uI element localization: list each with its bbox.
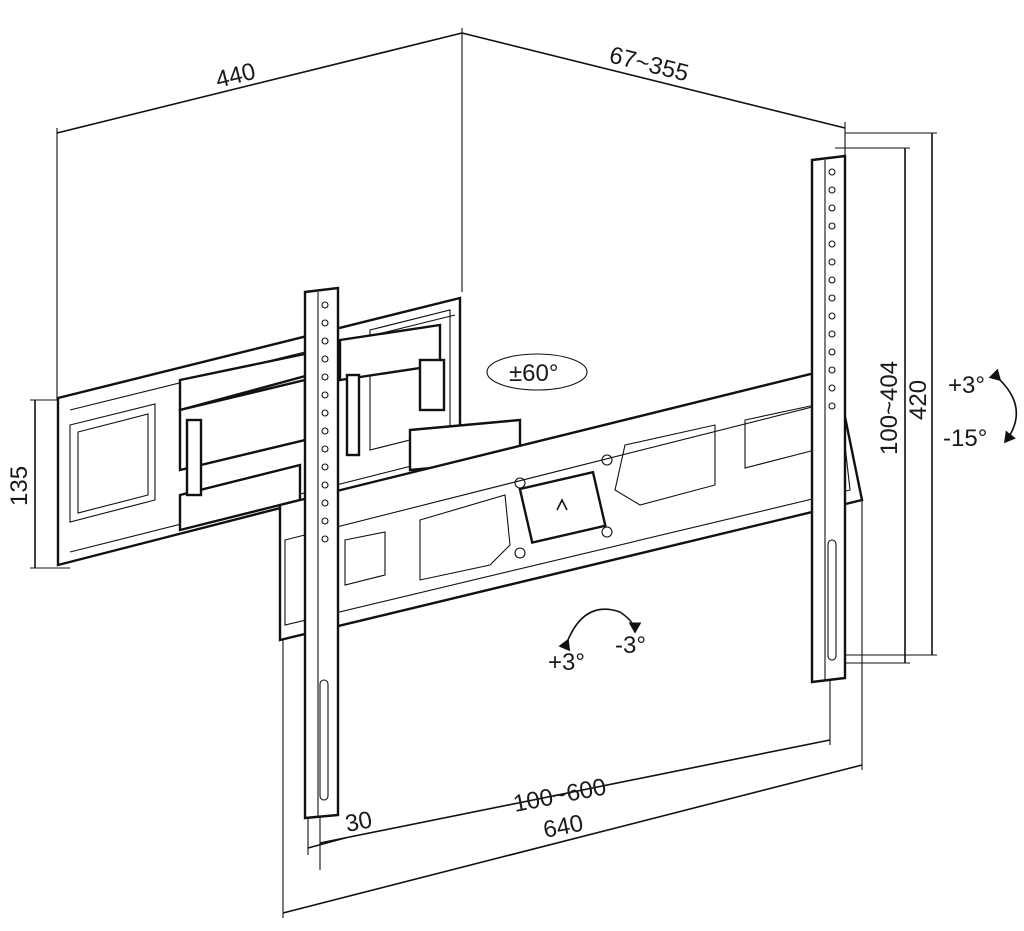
label-tilt-up: +3° [948,372,985,399]
label-tilt-down: -15° [943,425,987,452]
label-bracket-height: 420 [905,380,932,420]
horizontal-rail [278,366,864,642]
label-rail-width: 640 [541,810,585,844]
swivel-arrow-icon [486,353,588,391]
label-depth-total: 440 [213,58,258,94]
dimension-lines [30,28,937,918]
label-level-plus: +3° [548,649,585,676]
label-level-minus: -3° [615,632,646,659]
label-wall-plate-height: 135 [6,466,33,506]
swing-arms [178,323,522,532]
tilt-arrow-icon [988,368,1018,444]
label-bracket-width: 30 [343,806,374,838]
label-swivel: ±60° [509,360,558,387]
vertical-bracket-right [810,154,847,684]
label-horizontal-hole-spacing: 100~600 [511,773,609,817]
vertical-bracket-left [303,286,340,820]
level-arrow-icon [558,608,642,652]
label-arm-extension: 67~355 [607,42,692,88]
label-vertical-hole-spacing: 100~404 [876,361,903,455]
